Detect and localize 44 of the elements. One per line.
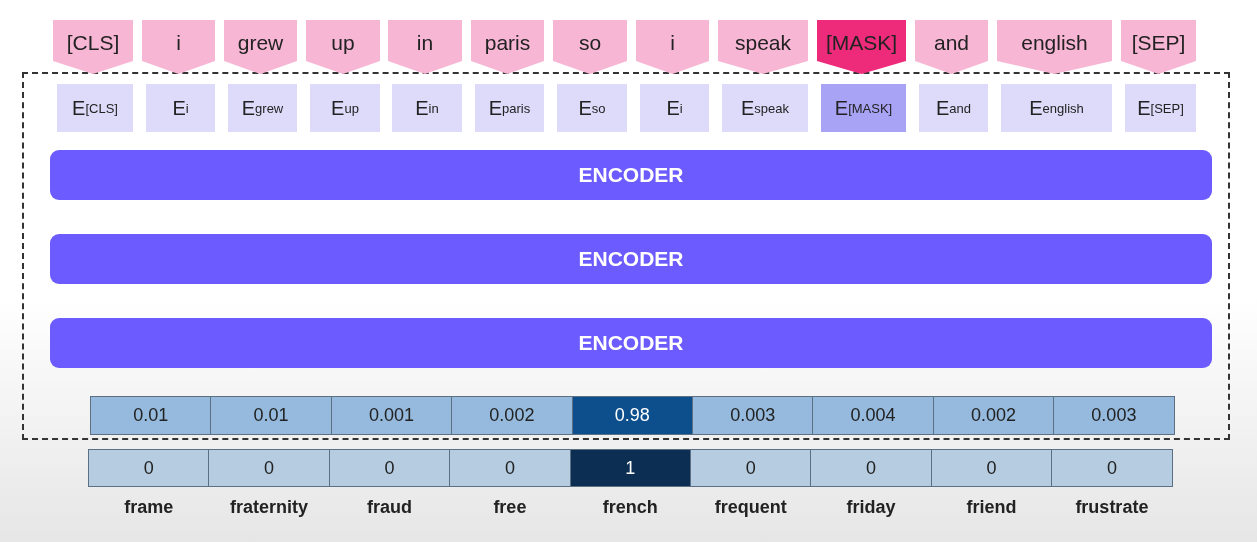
target-cell: 0 [1051, 449, 1173, 487]
vocabulary-word: fraternity [230, 497, 309, 518]
token-tag: [SEP] [1121, 20, 1196, 74]
probability-cell: 0.003 [692, 396, 814, 435]
encoder-block: ENCODER [50, 234, 1212, 284]
target-cell: 1 [569, 449, 691, 487]
vocabulary-word: frame [124, 497, 174, 518]
probability-cell: 0.01 [90, 396, 212, 435]
token-tag: and [915, 20, 988, 74]
token-tag: speak [718, 20, 808, 74]
token-tag: in [388, 20, 462, 74]
target-cell: 0 [690, 449, 812, 487]
vocabulary-word: frequent [714, 497, 787, 518]
probability-cell: 0.002 [932, 396, 1055, 435]
probability-cell: 0.002 [451, 396, 573, 435]
token-tag: [CLS] [53, 20, 133, 74]
probability-cell: 0.001 [330, 396, 453, 435]
target-cell: 0 [328, 449, 451, 487]
vocabulary-word: free [493, 497, 527, 518]
vocabulary-word: frustrate [1075, 497, 1149, 518]
probability-cell: 0.004 [812, 396, 934, 435]
token-tag: so [553, 20, 627, 74]
encoder-block: ENCODER [50, 318, 1212, 368]
vocabulary-word: fraud [367, 497, 412, 518]
token-tag: grew [224, 20, 297, 74]
probability-cell: 0.98 [571, 396, 693, 435]
target-cell: 0 [449, 449, 571, 487]
encoder-block: ENCODER [50, 150, 1212, 200]
token-tag: up [306, 20, 380, 74]
probability-cell: 0.003 [1053, 396, 1175, 435]
target-cell: 0 [208, 449, 330, 487]
vocabulary-word: friday [846, 497, 896, 518]
target-cell: 0 [930, 449, 1053, 487]
token-tag: english [997, 20, 1112, 74]
token-tag: i [636, 20, 709, 74]
token-tag: i [142, 20, 215, 74]
token-tag: [MASK] [817, 20, 906, 74]
dashed-boundary [22, 72, 1230, 440]
target-cell: 0 [88, 449, 210, 487]
vocabulary-word: friend [966, 497, 1017, 518]
token-tag: paris [471, 20, 544, 74]
vocabulary-word: french [602, 497, 658, 518]
target-cell: 0 [810, 449, 932, 487]
probability-cell: 0.01 [210, 396, 332, 435]
